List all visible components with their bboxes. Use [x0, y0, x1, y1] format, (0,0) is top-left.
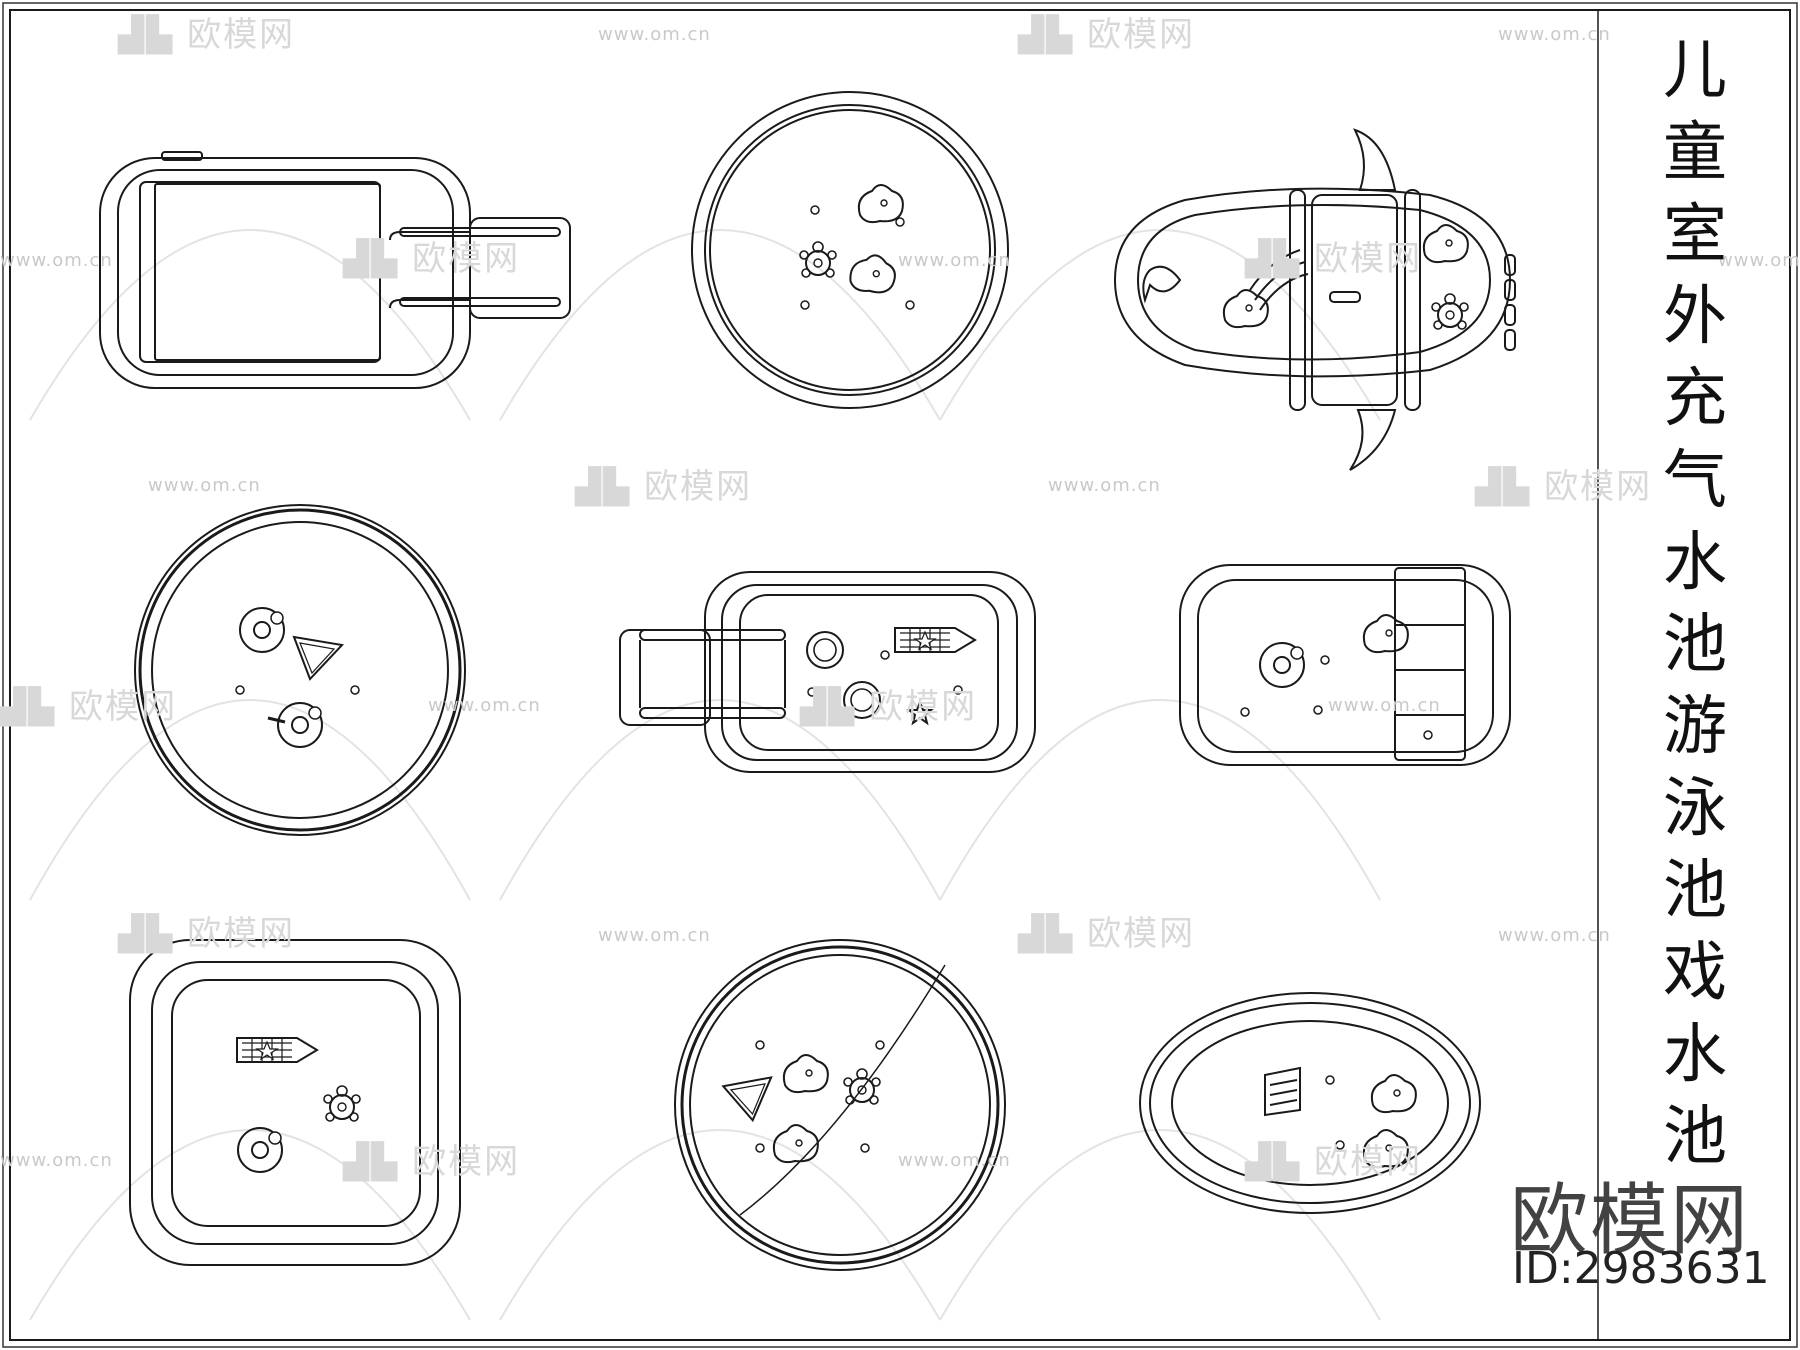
title-char: 室 — [1663, 198, 1727, 272]
title-char: 儿 — [1663, 34, 1727, 108]
watermark-layer — [0, 13, 1653, 1182]
title-char: 童 — [1663, 116, 1727, 190]
title-char: 气 — [1663, 444, 1727, 518]
title-char: 充 — [1663, 362, 1727, 436]
title-char: 外 — [1663, 280, 1727, 354]
inner-frame — [9, 9, 1791, 1341]
watermark-url: www.om.cn — [0, 1150, 113, 1171]
title-char: 池 — [1663, 1100, 1727, 1174]
square-pool — [129, 939, 461, 1266]
watermark-url: www.om.cn — [1048, 475, 1161, 496]
title-char: 池 — [1663, 854, 1727, 928]
watermark-url: www.om.cn — [148, 475, 261, 496]
title-char: 水 — [1663, 526, 1727, 600]
watermark-url: www.om.cn — [1498, 24, 1611, 45]
title-char: 池 — [1663, 608, 1727, 682]
rectangular-pool-with-canopy — [1179, 564, 1511, 766]
round-pool-decorated — [674, 939, 1006, 1271]
watermark-url: www.om.cn — [0, 250, 113, 271]
title-char: 泳 — [1663, 772, 1727, 846]
watermark-url: www.om.cn — [1498, 925, 1611, 946]
watermark-url: www.om.cn — [898, 250, 1011, 271]
title-char: 游 — [1663, 690, 1727, 764]
watermark-url: www.om.cn — [598, 925, 711, 946]
brand-watermark: 欧模网 — [1510, 1176, 1751, 1266]
model-id-label: ID:2983631 — [1512, 1243, 1770, 1294]
round-pool-small — [691, 91, 1009, 409]
title-char: 水 — [1663, 1018, 1727, 1092]
round-pool-large — [134, 504, 466, 836]
watermark-url: www.om.cn — [898, 1150, 1011, 1171]
watermark-url: www.om.cn — [1328, 695, 1441, 716]
fish-shaped-pool — [1113, 128, 1516, 471]
rectangular-pool-with-slide-2 — [619, 571, 1036, 773]
watermark-url: www.om.cn — [598, 24, 711, 45]
oval-pool — [1139, 992, 1481, 1214]
watermark-url: www.om.cn — [1718, 250, 1800, 271]
watermark-arcs — [29, 229, 1381, 1321]
watermark-url: www.om.cn — [428, 695, 541, 716]
title-char: 戏 — [1663, 936, 1727, 1010]
drawing-title: 儿 童 室 外 充 气 水 池 游 泳 池 戏 水 池 — [1640, 30, 1750, 1320]
